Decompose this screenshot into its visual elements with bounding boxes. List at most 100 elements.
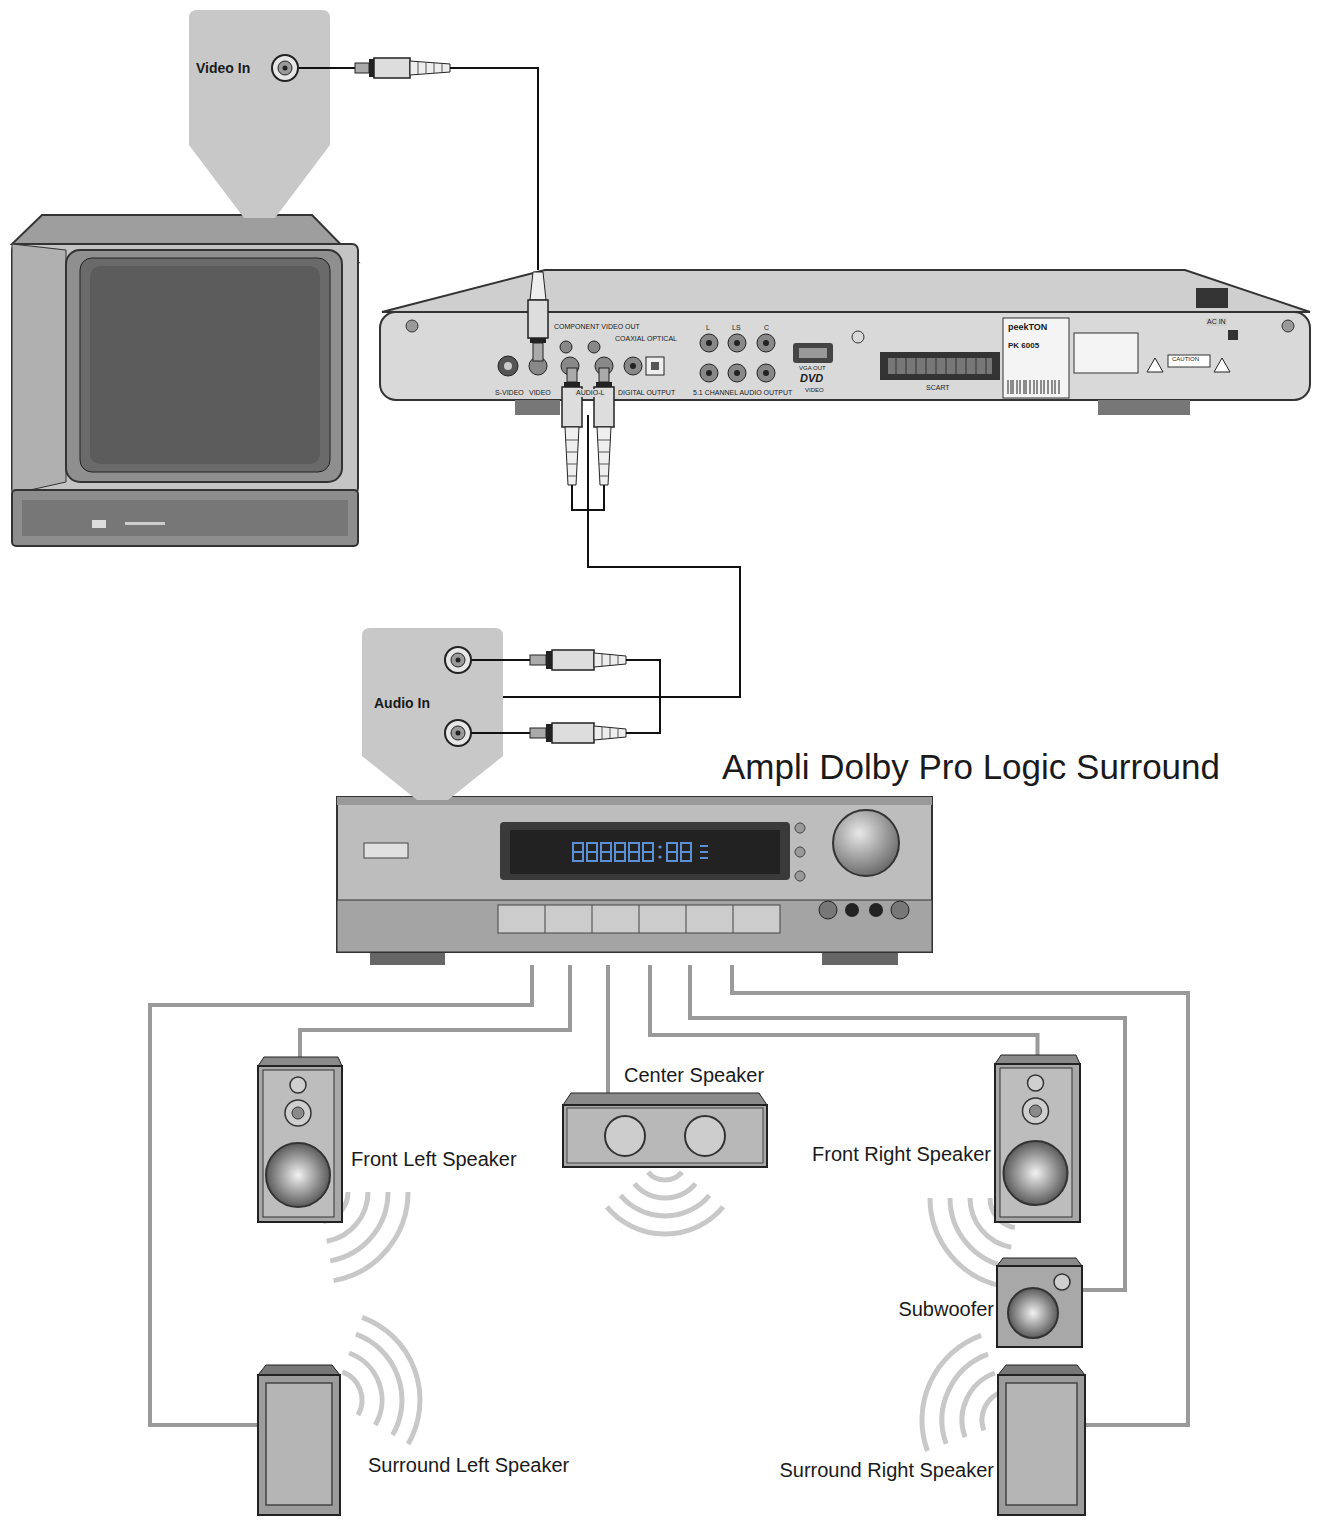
- video-plug-part: [410, 61, 450, 75]
- speaker-part: [685, 1116, 725, 1156]
- panel-label: VIDEO: [804, 387, 825, 394]
- panel-label: LS: [731, 324, 742, 332]
- video-plug: [528, 272, 548, 361]
- speaker: Center Speaker: [563, 1093, 767, 1167]
- dvd-player-part: [498, 356, 518, 376]
- speaker-part: [605, 1116, 645, 1156]
- sound-waves-part: [342, 1372, 362, 1415]
- audio-plug-part: [546, 651, 552, 669]
- dvd-player-part: [1074, 333, 1138, 373]
- sound-waves: [323, 1172, 1015, 1451]
- video-plug-part: [530, 272, 546, 300]
- amplifier-part: [845, 903, 859, 917]
- speaker-label: Front Right Speaker: [812, 1143, 991, 1166]
- amplifier-part: [498, 905, 780, 933]
- dvd-player-part: [799, 348, 827, 358]
- model-label: PK 6005: [1007, 341, 1040, 350]
- speaker-label: Surround Right Speaker: [779, 1459, 994, 1482]
- dvd-player-part: [560, 341, 572, 353]
- audio-plug-part: [602, 727, 618, 739]
- subwoofer-part: [1008, 1288, 1058, 1338]
- panel-label: AC IN: [1206, 318, 1227, 326]
- dvd-player: COMPONENT VIDEO OUTCOAXIALOPTICALLLSCS-V…: [380, 270, 1310, 415]
- dvd-player-part: [1008, 380, 1059, 394]
- speaker-part: [263, 1070, 334, 1217]
- speaker-part: [1023, 1098, 1049, 1124]
- speaker-part: [292, 1107, 304, 1119]
- speaker-part: [998, 1375, 1085, 1515]
- dvd-player-part: [1282, 320, 1294, 332]
- amplifier-part: [658, 855, 661, 858]
- audio-plug-part: [598, 440, 610, 476]
- video-cable: [330, 68, 538, 270]
- speaker-part: [1028, 1075, 1044, 1091]
- sound-waves-part: [648, 1172, 682, 1180]
- amplifier-part: [700, 846, 708, 858]
- amplifier-part: [510, 830, 780, 874]
- dvd-player-part: [380, 312, 1310, 400]
- video-plug-part: [418, 62, 442, 74]
- dvd-player-part: [706, 340, 712, 346]
- callout-shape-part: [445, 647, 471, 673]
- callout-shape-part: [272, 55, 298, 81]
- audio-plug-part: [572, 485, 604, 510]
- callout-shape-part: [189, 10, 330, 218]
- audio-plug-part: [530, 655, 546, 665]
- amplifier-part: [795, 847, 805, 857]
- dvd-player-part: [763, 370, 769, 376]
- speaker-part: [567, 1108, 763, 1163]
- dvd-player-part: [896, 358, 986, 374]
- brand-label: peekTON: [1007, 322, 1048, 332]
- panel-label: S-VIDEO: [494, 389, 525, 397]
- speaker-outline: [995, 1055, 1080, 1222]
- dvd-player-part: [1228, 330, 1238, 340]
- amplifier-part: [337, 797, 932, 952]
- speaker-label: Front Left Speaker: [351, 1148, 517, 1171]
- speaker-part: [285, 1100, 311, 1126]
- dvd-player-part: [1098, 400, 1190, 415]
- speaker-part: [995, 1064, 1080, 1222]
- speaker-part: [563, 1093, 767, 1105]
- speaker-wire: [300, 965, 570, 1057]
- audio-cable: [503, 415, 740, 697]
- dvd-player-part: [630, 363, 636, 369]
- speaker-wire: [150, 965, 532, 1425]
- amplifier-part: [500, 822, 790, 880]
- callout-shape: Audio In: [362, 628, 503, 800]
- speaker-part: [1000, 1068, 1072, 1217]
- logo-text: DVD: [799, 372, 824, 385]
- dvd-player-part: [588, 341, 600, 353]
- callout-shape-outline: [362, 628, 503, 800]
- amplifier: Ampli Dolby Pro Logic Surround: [337, 797, 932, 965]
- dvd-player-part: [406, 320, 418, 332]
- dvd-player-part: [728, 364, 746, 382]
- dvd-player-part: [734, 340, 740, 346]
- speaker-outline: [998, 1365, 1085, 1515]
- amplifier-part: [573, 843, 691, 861]
- dvd-player: [380, 270, 1310, 415]
- dvd-player-part: [1003, 318, 1069, 398]
- audio-plug-part: [594, 726, 626, 740]
- callout-shape-outline: [189, 10, 330, 218]
- video-plug-part: [533, 343, 543, 361]
- dvd-player-part: [700, 334, 718, 352]
- jack-label: Audio In: [374, 695, 430, 711]
- sound-waves-part: [362, 1317, 420, 1444]
- callout-shape-part: [451, 726, 465, 740]
- panel-label: L: [705, 324, 711, 332]
- callout-shape-part: [456, 658, 461, 663]
- subwoofer-part: [997, 1266, 1082, 1347]
- television-part: [66, 250, 342, 482]
- audio-plug: [503, 650, 660, 743]
- warning-label: CAUTION: [1171, 356, 1200, 363]
- dvd-player-part: [734, 370, 740, 376]
- dvd-player-part: [763, 340, 769, 346]
- speaker-part: [998, 1365, 1085, 1375]
- audio-plug-part: [594, 653, 626, 667]
- callout-shape-part: [362, 628, 503, 800]
- speaker-part: [1004, 1141, 1068, 1205]
- speaker-part: [258, 1057, 342, 1066]
- panel-label: 5.1 CHANNEL AUDIO OUTPUT: [692, 389, 793, 397]
- television: [12, 215, 358, 546]
